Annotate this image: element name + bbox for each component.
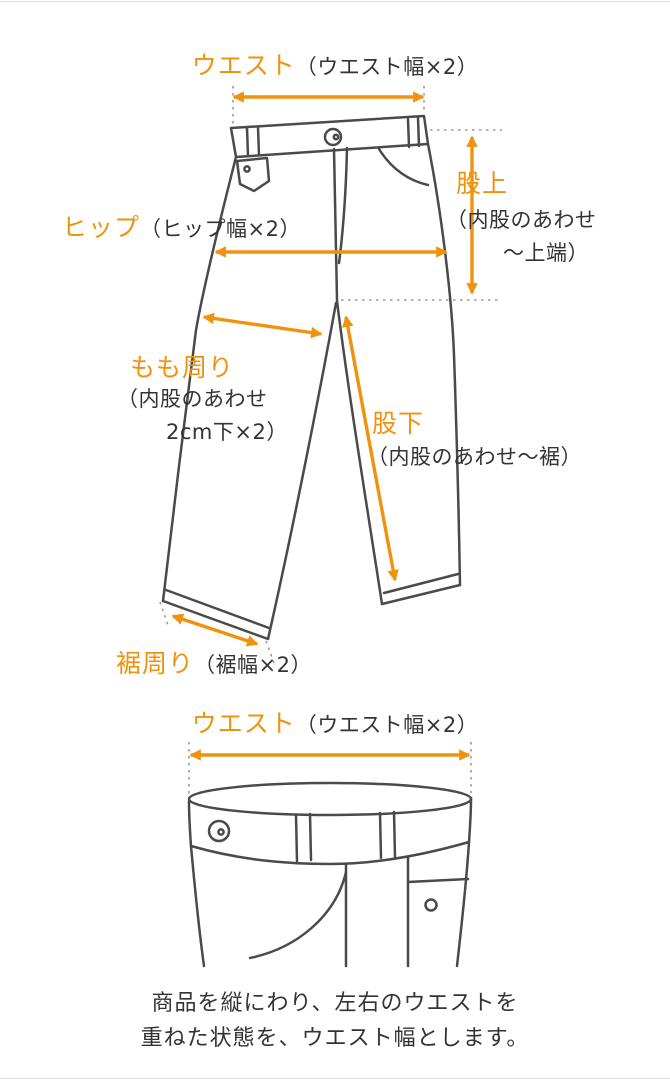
body-right: [455, 840, 471, 968]
thigh-arrow: [202, 312, 323, 339]
waist-top-label: ウエスト（ウエスト幅×2）: [0, 50, 670, 81]
hem-label-sub: （裾幅×2）: [194, 653, 312, 677]
waist-button-folded: [207, 819, 231, 843]
thigh-label-sub1: （内股のあわせ: [117, 387, 268, 411]
waistband: [229, 114, 430, 159]
right-hem: [380, 583, 462, 606]
inseam-label: 股下: [372, 409, 425, 438]
belt-loop-folded-2: [378, 810, 397, 860]
hem-label-main: 裾周り: [116, 649, 195, 678]
thigh-label: もも周り: [130, 353, 235, 382]
left-hem: [161, 599, 270, 641]
side-pocket-top: [406, 877, 470, 884]
inseam-label-sub: （内股のあわせ～裾）: [367, 445, 582, 469]
band-left: [187, 799, 193, 848]
waist-buttonhole: [332, 133, 340, 141]
right-outer-seam: [426, 142, 462, 587]
rise-label-sub2: ～上端）: [503, 241, 589, 265]
fly-stitch: [337, 146, 349, 265]
hem-arrow: [171, 613, 259, 647]
note-line-2: 重ねた状態を、ウエスト幅とします。: [140, 1026, 530, 1051]
pants-folded-drawing: [187, 781, 473, 968]
belt-loop-left: [245, 125, 261, 158]
rise-label: 股上: [456, 169, 509, 198]
waist-bottom-label: ウエスト（ウエスト幅×2）: [0, 708, 670, 739]
waist-button: [323, 127, 343, 147]
belt-loop-folded-1: [294, 812, 313, 863]
waist-opening: [187, 781, 473, 817]
hip-label-main: ヒップ: [62, 213, 141, 242]
fly-seam: [332, 147, 339, 302]
waist-top-label-sub: （ウエスト幅×2）: [295, 55, 479, 79]
pocket-curve-folded: [248, 870, 348, 960]
body-left: [189, 844, 206, 968]
note-line-1: 商品を縦にわり、左右のウエストを: [151, 991, 519, 1016]
left-inner-seam: [266, 301, 338, 641]
right-pocket-curve: [377, 147, 430, 187]
waist-buttonhole-folded: [217, 828, 225, 836]
band-right: [467, 796, 473, 844]
thigh-label-sub2: 2cm下×2）: [166, 420, 288, 444]
inseam-arrow: [342, 315, 399, 582]
band-bottom: [189, 840, 471, 866]
measure-arrows: [171, 91, 478, 761]
waist-bottom-label-main: ウエスト: [191, 709, 296, 738]
top-divider: [0, 1, 670, 2]
waist-bottom-label-sub: （ウエスト幅×2）: [295, 713, 479, 737]
bottom-divider: [0, 1078, 670, 1079]
hip-label: ヒップ（ヒップ幅×2）: [62, 212, 301, 243]
right-hem-stitch: [382, 572, 460, 595]
side-pocket-button: [424, 898, 438, 912]
rise-label-sub1: （内股のあわせ: [446, 208, 597, 232]
hem-label: 裾周り（裾幅×2）: [116, 648, 312, 679]
belt-loop-right: [406, 116, 421, 149]
coin-pocket: [235, 156, 271, 193]
hip-label-sub: （ヒップ幅×2）: [140, 217, 301, 241]
left-outer-seam: [161, 155, 238, 603]
waist-top-label-main: ウエスト: [191, 51, 296, 80]
hem-leader-left: [159, 601, 170, 629]
pocket-rivet: [243, 165, 251, 173]
